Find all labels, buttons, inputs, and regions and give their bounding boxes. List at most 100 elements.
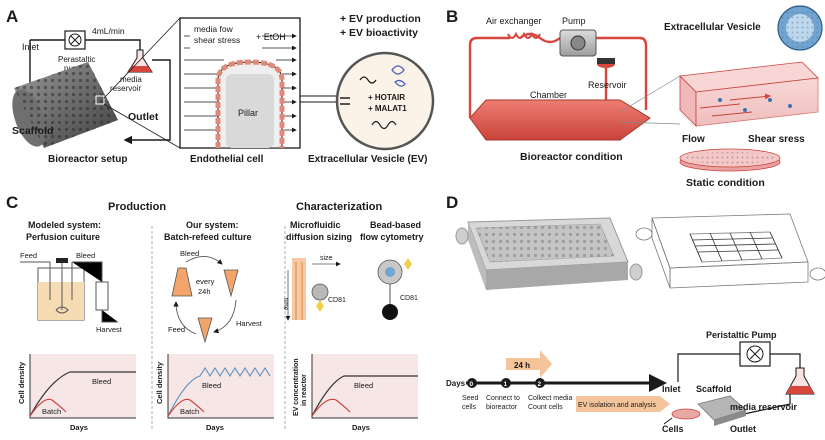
graph2-bleed: Bleed — [202, 381, 221, 390]
chamber-label: Chamber — [530, 90, 567, 100]
inlet-label: Inlet — [22, 42, 40, 52]
bioreactor-condition-label: Bioreactor condition — [520, 151, 623, 163]
red-tubing — [468, 36, 510, 95]
solid-chamber-render — [455, 217, 643, 290]
d-flask-icon — [785, 367, 815, 395]
graph1-batch: Batch — [42, 407, 61, 416]
pump-rotor-icon — [68, 33, 82, 47]
graph1-bleed: Bleed — [92, 377, 111, 386]
air-exchanger-coil-icon — [507, 31, 541, 39]
batch-refeed-cycle — [171, 256, 239, 344]
timeline-marks — [467, 378, 545, 388]
step1-line2: bioreactor — [486, 404, 518, 411]
ev-production-label: + EV production — [340, 13, 421, 25]
endothelial-cell-label: Endothelial cell — [190, 154, 264, 165]
bead-line1: Bead-based — [370, 220, 421, 230]
panel-c: C Production Characterization Modeled sy… — [6, 193, 424, 432]
chamber-shape — [469, 99, 651, 141]
panel-c-letter: C — [6, 193, 18, 212]
ev-caption: Extracellular Vesicle (EV) — [308, 154, 428, 165]
analysis-label: EV isolation and analysis — [578, 402, 656, 409]
graph3-bleed: Bleed — [354, 381, 373, 390]
cd81-b-label: CD81 — [400, 295, 418, 302]
rna-icons — [340, 65, 406, 130]
timeline-mark-2: 2 — [538, 381, 542, 388]
outlet-tube — [123, 59, 171, 145]
static-condition-label: Static condition — [686, 177, 765, 189]
malat1-label: + MALAT1 — [368, 104, 407, 113]
shear-line2: shear stress — [194, 35, 240, 45]
size-label: size — [320, 255, 333, 262]
microfluidic-channel-icon — [285, 258, 341, 321]
d-scaffold-label: Scaffold — [696, 384, 732, 394]
graph-ev-concentration — [311, 354, 418, 419]
analysis-arrow-icon — [576, 396, 670, 412]
shear-stress-label: Shear sress — [748, 134, 805, 145]
interval-label: 24 h — [514, 361, 530, 370]
graph2-batch: Batch — [180, 407, 199, 416]
micro-line2: diffusion sizing — [286, 232, 352, 242]
micro-line1: Microfluidic — [290, 220, 341, 230]
outlet-label: Outlet — [128, 111, 159, 123]
graph2-days: Days — [206, 423, 224, 432]
modeled-line1: Modeled system: — [28, 220, 101, 230]
air-exchanger-label: Air exchanger — [486, 16, 542, 26]
hotair-label: + HOTAIR — [368, 93, 405, 102]
wireframe-chamber-render — [635, 213, 825, 289]
graph1-days: Days — [70, 423, 88, 432]
scaffold-icon — [12, 62, 118, 148]
d-outlet-label: Outlet — [730, 424, 756, 434]
timeline-days: Days — [446, 379, 466, 388]
flow-rate-label: 4mL/min — [92, 26, 125, 36]
bead-line2: flow cytometry — [360, 232, 424, 242]
pillar-label: Pillar — [238, 108, 258, 118]
flow-label: Flow — [682, 134, 705, 145]
d-pump-rotor-icon — [746, 345, 764, 363]
harvest-label: Harvest — [96, 325, 123, 334]
static-dish-icon — [679, 148, 781, 172]
ev-bioactivity-label: + EV bioactivity — [340, 27, 418, 39]
b-pump-label: Pump — [562, 16, 586, 26]
bioreactor-setup-label: Bioreactor setup — [48, 154, 127, 165]
timeline-mark-1: 1 — [504, 381, 508, 388]
d-cells-dish-icon — [671, 408, 701, 420]
b-ev-label: Extracellular Vesicle — [664, 22, 761, 33]
cycle-harvest-label: Harvest — [236, 319, 263, 328]
production-heading: Production — [108, 201, 166, 213]
panel-d-letter: D — [446, 193, 458, 212]
ev-circle — [335, 51, 435, 151]
panel-a-letter: A — [6, 7, 18, 26]
step0-line2: cells — [462, 404, 477, 411]
panel-b: B Air exchanger Pump Reservoir Chamber B… — [446, 5, 823, 189]
b-reservoir-label: Reservoir — [588, 80, 627, 90]
step2-line1: Colkect media — [528, 395, 572, 402]
bead-cytometry-icon — [377, 258, 412, 320]
cycle-every-label: every — [196, 277, 215, 286]
timeline-mark-0: 0 — [470, 381, 474, 388]
step1-line1: Connect to — [486, 395, 520, 402]
graph3-days: Days — [352, 423, 370, 432]
perfusion-tank-icon — [20, 258, 118, 323]
bleed-label: Bleed — [76, 251, 95, 260]
cycle-bleed-label: Bleed — [180, 249, 199, 258]
cd81-label: CD81 — [328, 297, 346, 304]
d-inlet-label: Inlet — [662, 384, 681, 394]
modeled-line2: Perfusion cuiture — [26, 232, 100, 242]
step2-line2: Count cells — [528, 404, 563, 411]
interval-arrow-icon — [506, 350, 552, 378]
shear-line1: media fow — [194, 24, 234, 34]
d-peristaltic-label: Peristaltic Pump — [706, 330, 777, 340]
d-tube-in — [677, 353, 740, 382]
ev-sphere-icon — [777, 5, 823, 51]
graph3-ylabel-2: in reactor — [301, 374, 308, 406]
panel-a: A 4mL/min Perastalticpump mediareservoir… — [6, 7, 435, 165]
characterization-heading: Characterization — [296, 201, 382, 213]
graph-batch-refeed — [167, 354, 274, 419]
d-cells-label: Cells — [662, 424, 684, 434]
feed-label: Feed — [20, 251, 37, 260]
time-label: time — [282, 298, 289, 311]
panel-d: D Days 0 — [446, 193, 825, 434]
flow-chamber-cube — [679, 61, 819, 127]
